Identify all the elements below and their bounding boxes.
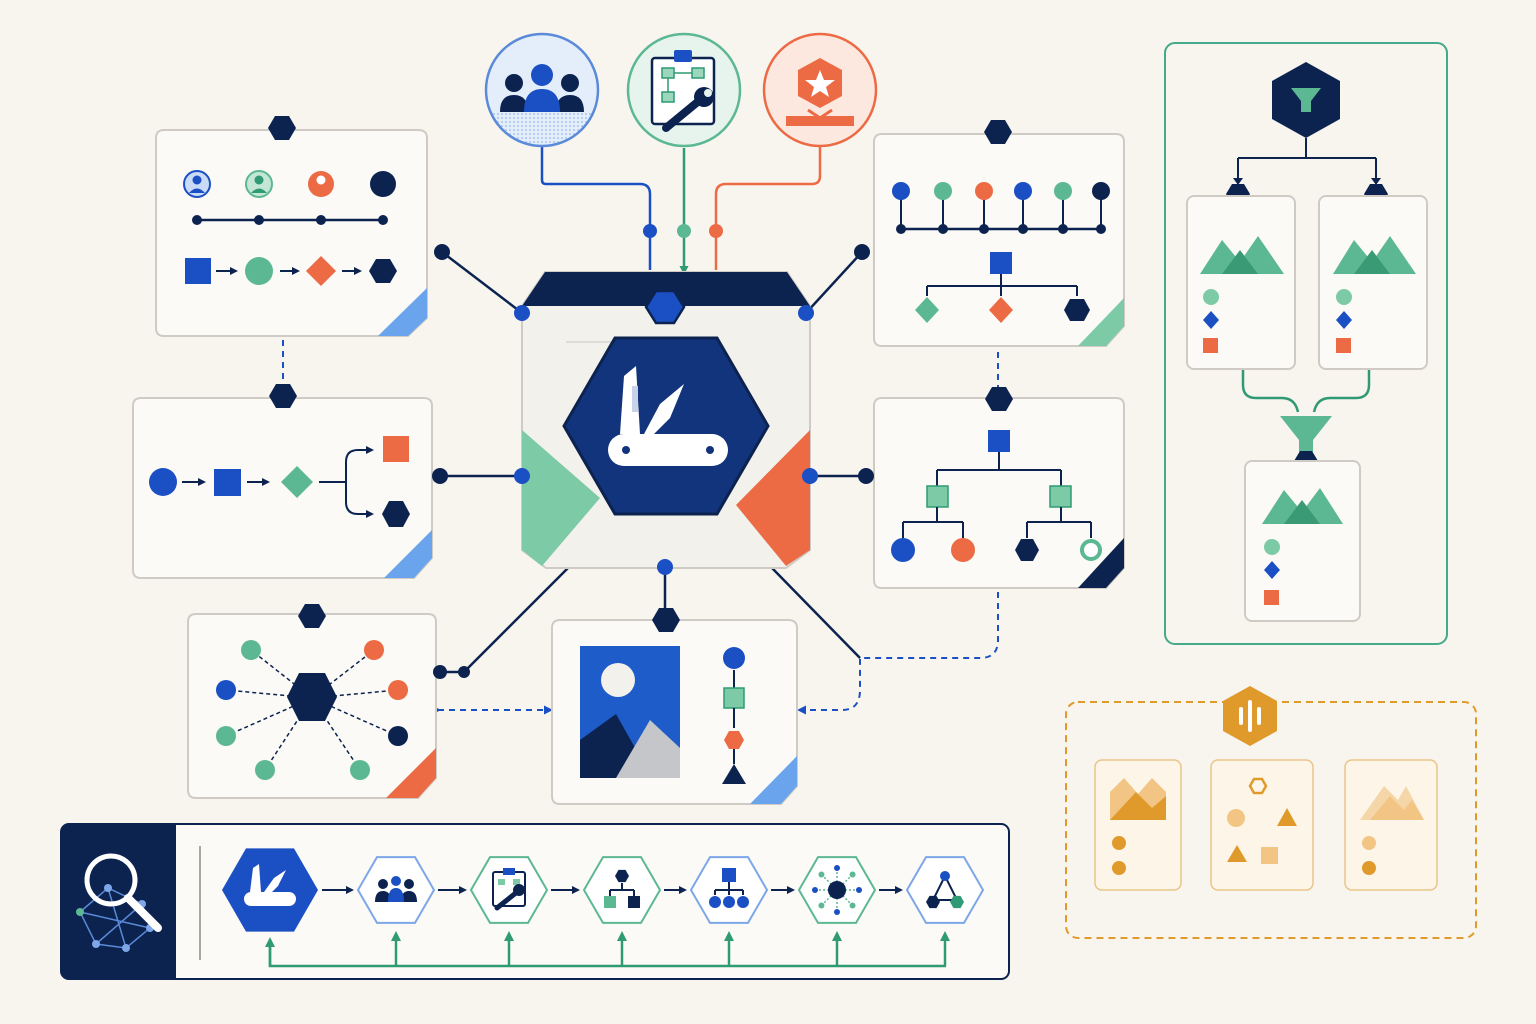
card-tree-structure[interactable] <box>858 387 1125 589</box>
card-branching-flow[interactable] <box>132 384 448 579</box>
pipeline-step-4[interactable] <box>582 856 662 924</box>
swiss-army-knife-icon <box>244 864 296 906</box>
swiss-army-knife-icon <box>608 366 728 466</box>
pipeline-step-3[interactable] <box>469 856 549 924</box>
hub-spoke-icon <box>812 865 862 915</box>
card-timeline-hierarchy[interactable] <box>854 120 1125 347</box>
pipeline-panel[interactable] <box>60 823 1010 980</box>
funnel-icon <box>1291 88 1321 112</box>
clipboard-wrench-badge[interactable] <box>626 32 742 148</box>
card-sequence-timeline[interactable] <box>155 116 450 337</box>
clipboard-wrench-icon <box>650 50 716 132</box>
graph-icon <box>926 871 964 909</box>
star-badge-icon <box>786 58 854 126</box>
card-hub-and-spoke[interactable] <box>187 604 470 799</box>
pipeline-step-6[interactable] <box>797 856 877 924</box>
tree-icon <box>709 868 749 908</box>
clipboard-wrench-icon <box>492 868 526 911</box>
audio-bars-icon <box>1239 700 1261 732</box>
star-badge[interactable] <box>762 32 878 148</box>
hierarchy-icon <box>604 869 640 908</box>
funnel-merge-panel[interactable] <box>1164 42 1448 645</box>
pipeline-step-5[interactable] <box>689 856 769 924</box>
pipeline-step-1[interactable] <box>222 848 318 932</box>
central-hub[interactable] <box>514 224 818 575</box>
connectors <box>282 146 999 715</box>
pipeline-returns <box>265 931 950 966</box>
pipeline-step-2[interactable] <box>356 856 436 924</box>
team-icon <box>375 876 417 902</box>
pipeline-steps <box>222 848 985 932</box>
team-icon <box>500 64 584 112</box>
aggregation-panel[interactable] <box>1065 686 1477 939</box>
pipeline-step-7[interactable] <box>905 856 985 924</box>
magnifier-network-icon[interactable] <box>76 853 162 952</box>
card-image-gallery[interactable] <box>551 608 798 805</box>
team-badge[interactable] <box>484 32 600 152</box>
